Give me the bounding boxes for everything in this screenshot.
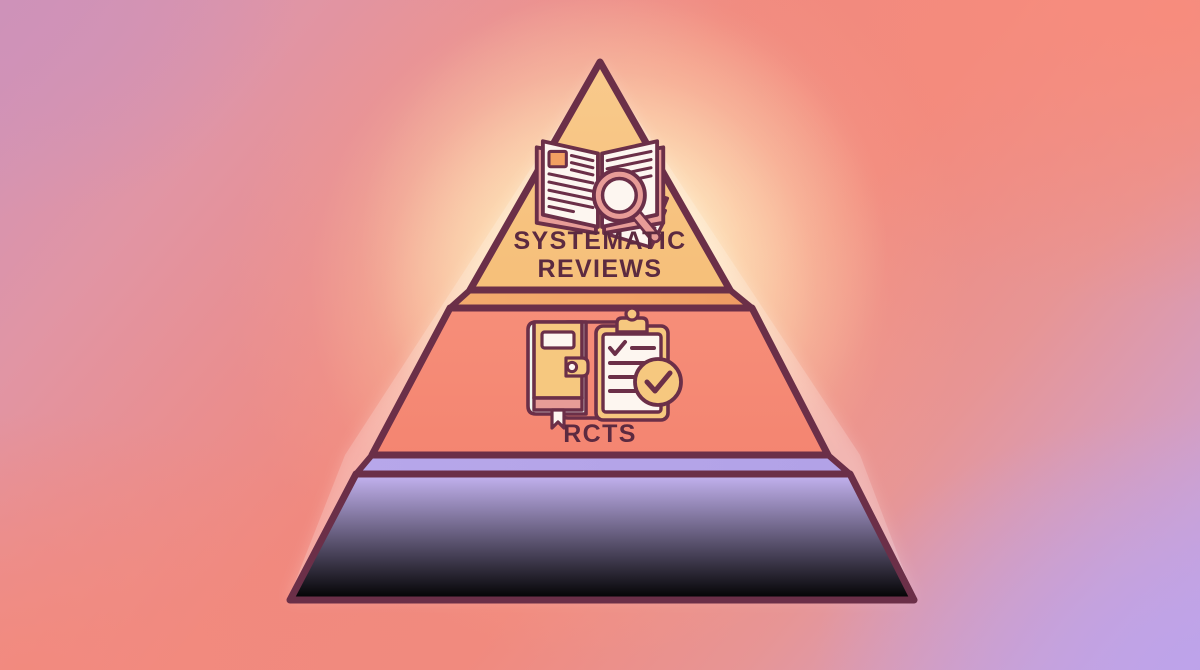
book-and-clipboard-checklist-icon bbox=[526, 306, 683, 430]
tier-2-label: RCTS bbox=[563, 420, 637, 448]
magnifier-icon bbox=[591, 167, 662, 244]
open-book-with-magnifier-icon bbox=[534, 139, 670, 250]
check-badge-icon bbox=[633, 357, 683, 407]
book-icon bbox=[526, 320, 590, 430]
pyramid-tier-3[interactable] bbox=[286, 452, 918, 604]
tier-1-label: SYSTEMATIC REVIEWS bbox=[513, 227, 687, 283]
tier-3-front-face bbox=[286, 470, 918, 604]
